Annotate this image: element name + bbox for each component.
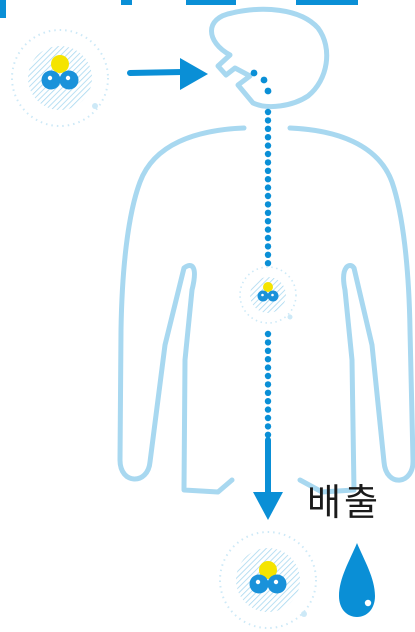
arrow-right-icon	[127, 58, 208, 90]
pathway-dot	[264, 330, 272, 338]
pathway-dot	[264, 184, 272, 191]
pathway-dot	[264, 167, 272, 174]
pathway-dot	[264, 406, 272, 413]
pathway-dot	[264, 260, 272, 267]
pathway-dot	[264, 364, 272, 371]
pathway-dot	[264, 125, 272, 132]
human-body-icon	[117, 6, 415, 495]
water-drop-icon	[339, 543, 375, 617]
pathway-dot	[264, 431, 272, 438]
pathway-dot	[264, 339, 272, 346]
pathway-dot	[264, 398, 272, 405]
pathway-dot	[264, 243, 272, 250]
pathway-dot	[264, 218, 272, 225]
top-decoration	[0, 0, 358, 18]
arrow-down-icon	[253, 437, 283, 520]
excretion-label: 배출	[307, 481, 382, 524]
pathway-dot	[264, 201, 272, 208]
pathway-dot	[264, 251, 272, 258]
pathway-dot	[264, 108, 272, 116]
pathway-dot	[264, 414, 272, 422]
pathway-dot	[264, 234, 272, 242]
pathway-dot	[264, 159, 272, 166]
pathway-dot	[264, 134, 272, 141]
pathway-dot	[264, 150, 272, 158]
pathway-dot	[264, 372, 272, 380]
pathway-dot	[264, 176, 272, 183]
pathway-dot	[264, 356, 272, 363]
pathway-dot	[264, 347, 272, 354]
pathway-dot	[264, 117, 272, 124]
pathway-dot	[264, 192, 272, 200]
pathway-dot	[264, 423, 272, 430]
mouth-dots	[250, 69, 272, 95]
pathway-dot	[264, 389, 272, 396]
water-molecule-icon	[239, 266, 297, 324]
pathway-dot	[264, 381, 272, 388]
water-molecule-icon	[219, 531, 317, 629]
pathway-dots	[264, 108, 272, 438]
pathway-dot	[264, 142, 272, 149]
pathway-dot	[264, 226, 272, 233]
pathway-dot	[264, 209, 272, 216]
water-molecule-icon	[11, 29, 109, 127]
